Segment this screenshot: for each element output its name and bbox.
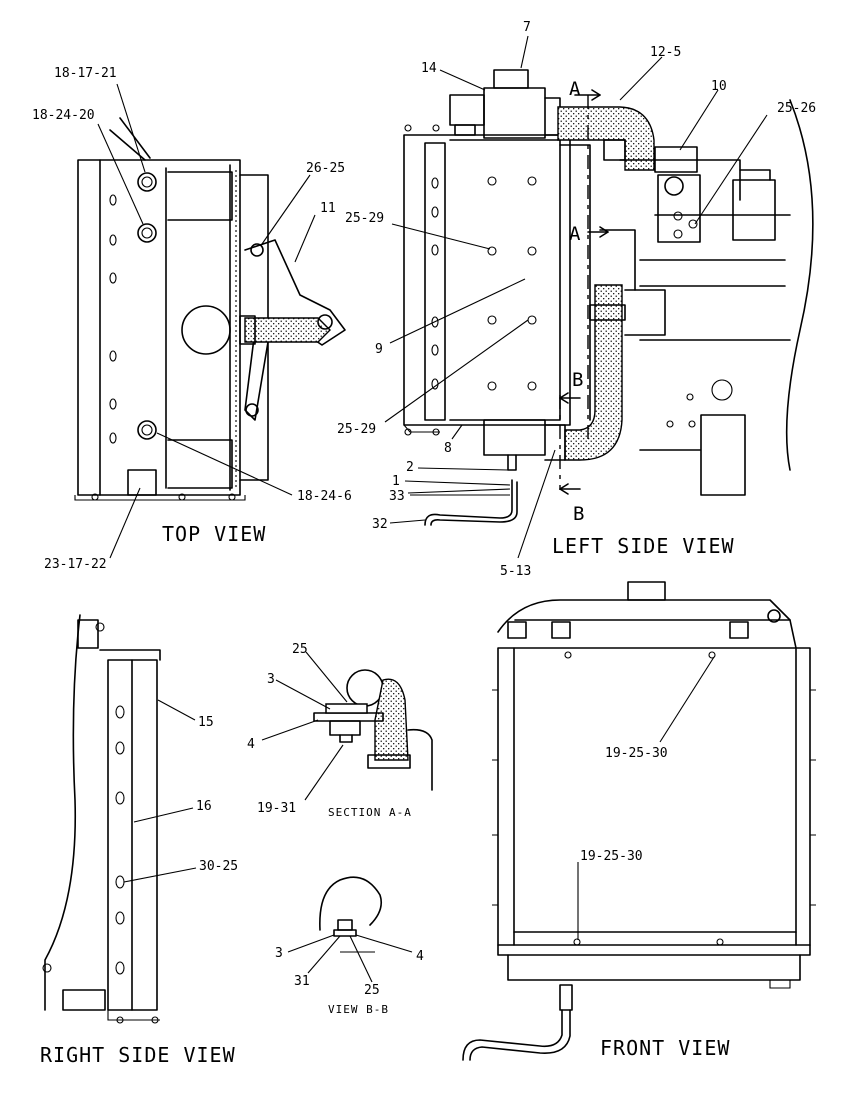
callout-31-viewbb: 31 bbox=[294, 974, 310, 989]
top-view-title: TOP VIEW bbox=[162, 522, 266, 546]
callout-3-section: 3 bbox=[267, 672, 275, 687]
callout-11: 11 bbox=[320, 201, 336, 216]
callout-33: 33 bbox=[389, 489, 405, 504]
view-b-b: 3 4 31 25 VIEW B-B bbox=[275, 876, 424, 1016]
section-marker-a-top: A bbox=[569, 78, 581, 100]
right-side-view-title: RIGHT SIDE VIEW bbox=[40, 1043, 236, 1067]
callout-1: 1 bbox=[392, 474, 400, 489]
callout-2: 2 bbox=[406, 460, 414, 475]
callout-3-viewbb: 3 bbox=[275, 946, 283, 961]
callout-19-31-section: 19-31 bbox=[257, 801, 296, 816]
callout-23-17-22: 23-17-22 bbox=[44, 557, 107, 572]
callout-4-section: 4 bbox=[247, 737, 255, 752]
callout-14: 14 bbox=[421, 61, 437, 76]
callout-7: 7 bbox=[523, 20, 531, 35]
right-side-view: 15 16 30-25 RIGHT SIDE VIEW bbox=[40, 614, 238, 1067]
left-side-view-title: LEFT SIDE VIEW bbox=[552, 534, 735, 558]
callout-12-5: 12-5 bbox=[650, 45, 681, 60]
callout-32: 32 bbox=[372, 517, 388, 532]
callout-18-24-20: 18-24-20 bbox=[32, 108, 95, 123]
section-a-a-title: SECTION A-A bbox=[328, 806, 412, 819]
section-marker-b-top: B bbox=[572, 369, 583, 391]
callout-5-13: 5-13 bbox=[500, 564, 531, 579]
callout-16: 16 bbox=[196, 799, 212, 814]
callout-25-29-lower: 25-29 bbox=[337, 422, 376, 437]
section-marker-b-bottom: B bbox=[573, 503, 584, 525]
left-side-view: 7 14 12-5 10 25-26 25-29 9 25-29 8 2 1 3… bbox=[337, 20, 816, 579]
view-b-b-title: VIEW B-B bbox=[328, 1003, 389, 1016]
callout-25-26: 25-26 bbox=[777, 101, 816, 116]
section-a-a: 25 3 4 19-31 SECTION A-A bbox=[247, 642, 433, 819]
callout-26-25: 26-25 bbox=[306, 161, 345, 176]
callout-30-25: 30-25 bbox=[199, 859, 238, 874]
callout-15: 15 bbox=[198, 715, 214, 730]
callout-25-viewbb: 25 bbox=[364, 983, 380, 998]
front-view-title: FRONT VIEW bbox=[600, 1036, 730, 1060]
section-marker-a-mid: A bbox=[569, 223, 581, 245]
callout-19-25-30-bottom: 19-25-30 bbox=[580, 849, 643, 864]
callout-25-29-upper: 25-29 bbox=[345, 211, 384, 226]
callout-18-17-21: 18-17-21 bbox=[54, 66, 117, 81]
callout-19-25-30-top: 19-25-30 bbox=[605, 746, 668, 761]
callout-4-viewbb: 4 bbox=[416, 949, 424, 964]
callout-10: 10 bbox=[711, 79, 727, 94]
callout-25-section: 25 bbox=[292, 642, 308, 657]
callout-8: 8 bbox=[444, 441, 452, 456]
callout-18-24-6: 18-24-6 bbox=[297, 489, 352, 504]
top-view: 18-17-21 18-24-20 26-25 11 18-24-6 23-17… bbox=[32, 66, 352, 572]
callout-9: 9 bbox=[375, 342, 383, 357]
front-view: 19-25-30 19-25-30 FRONT VIEW bbox=[462, 581, 816, 1061]
